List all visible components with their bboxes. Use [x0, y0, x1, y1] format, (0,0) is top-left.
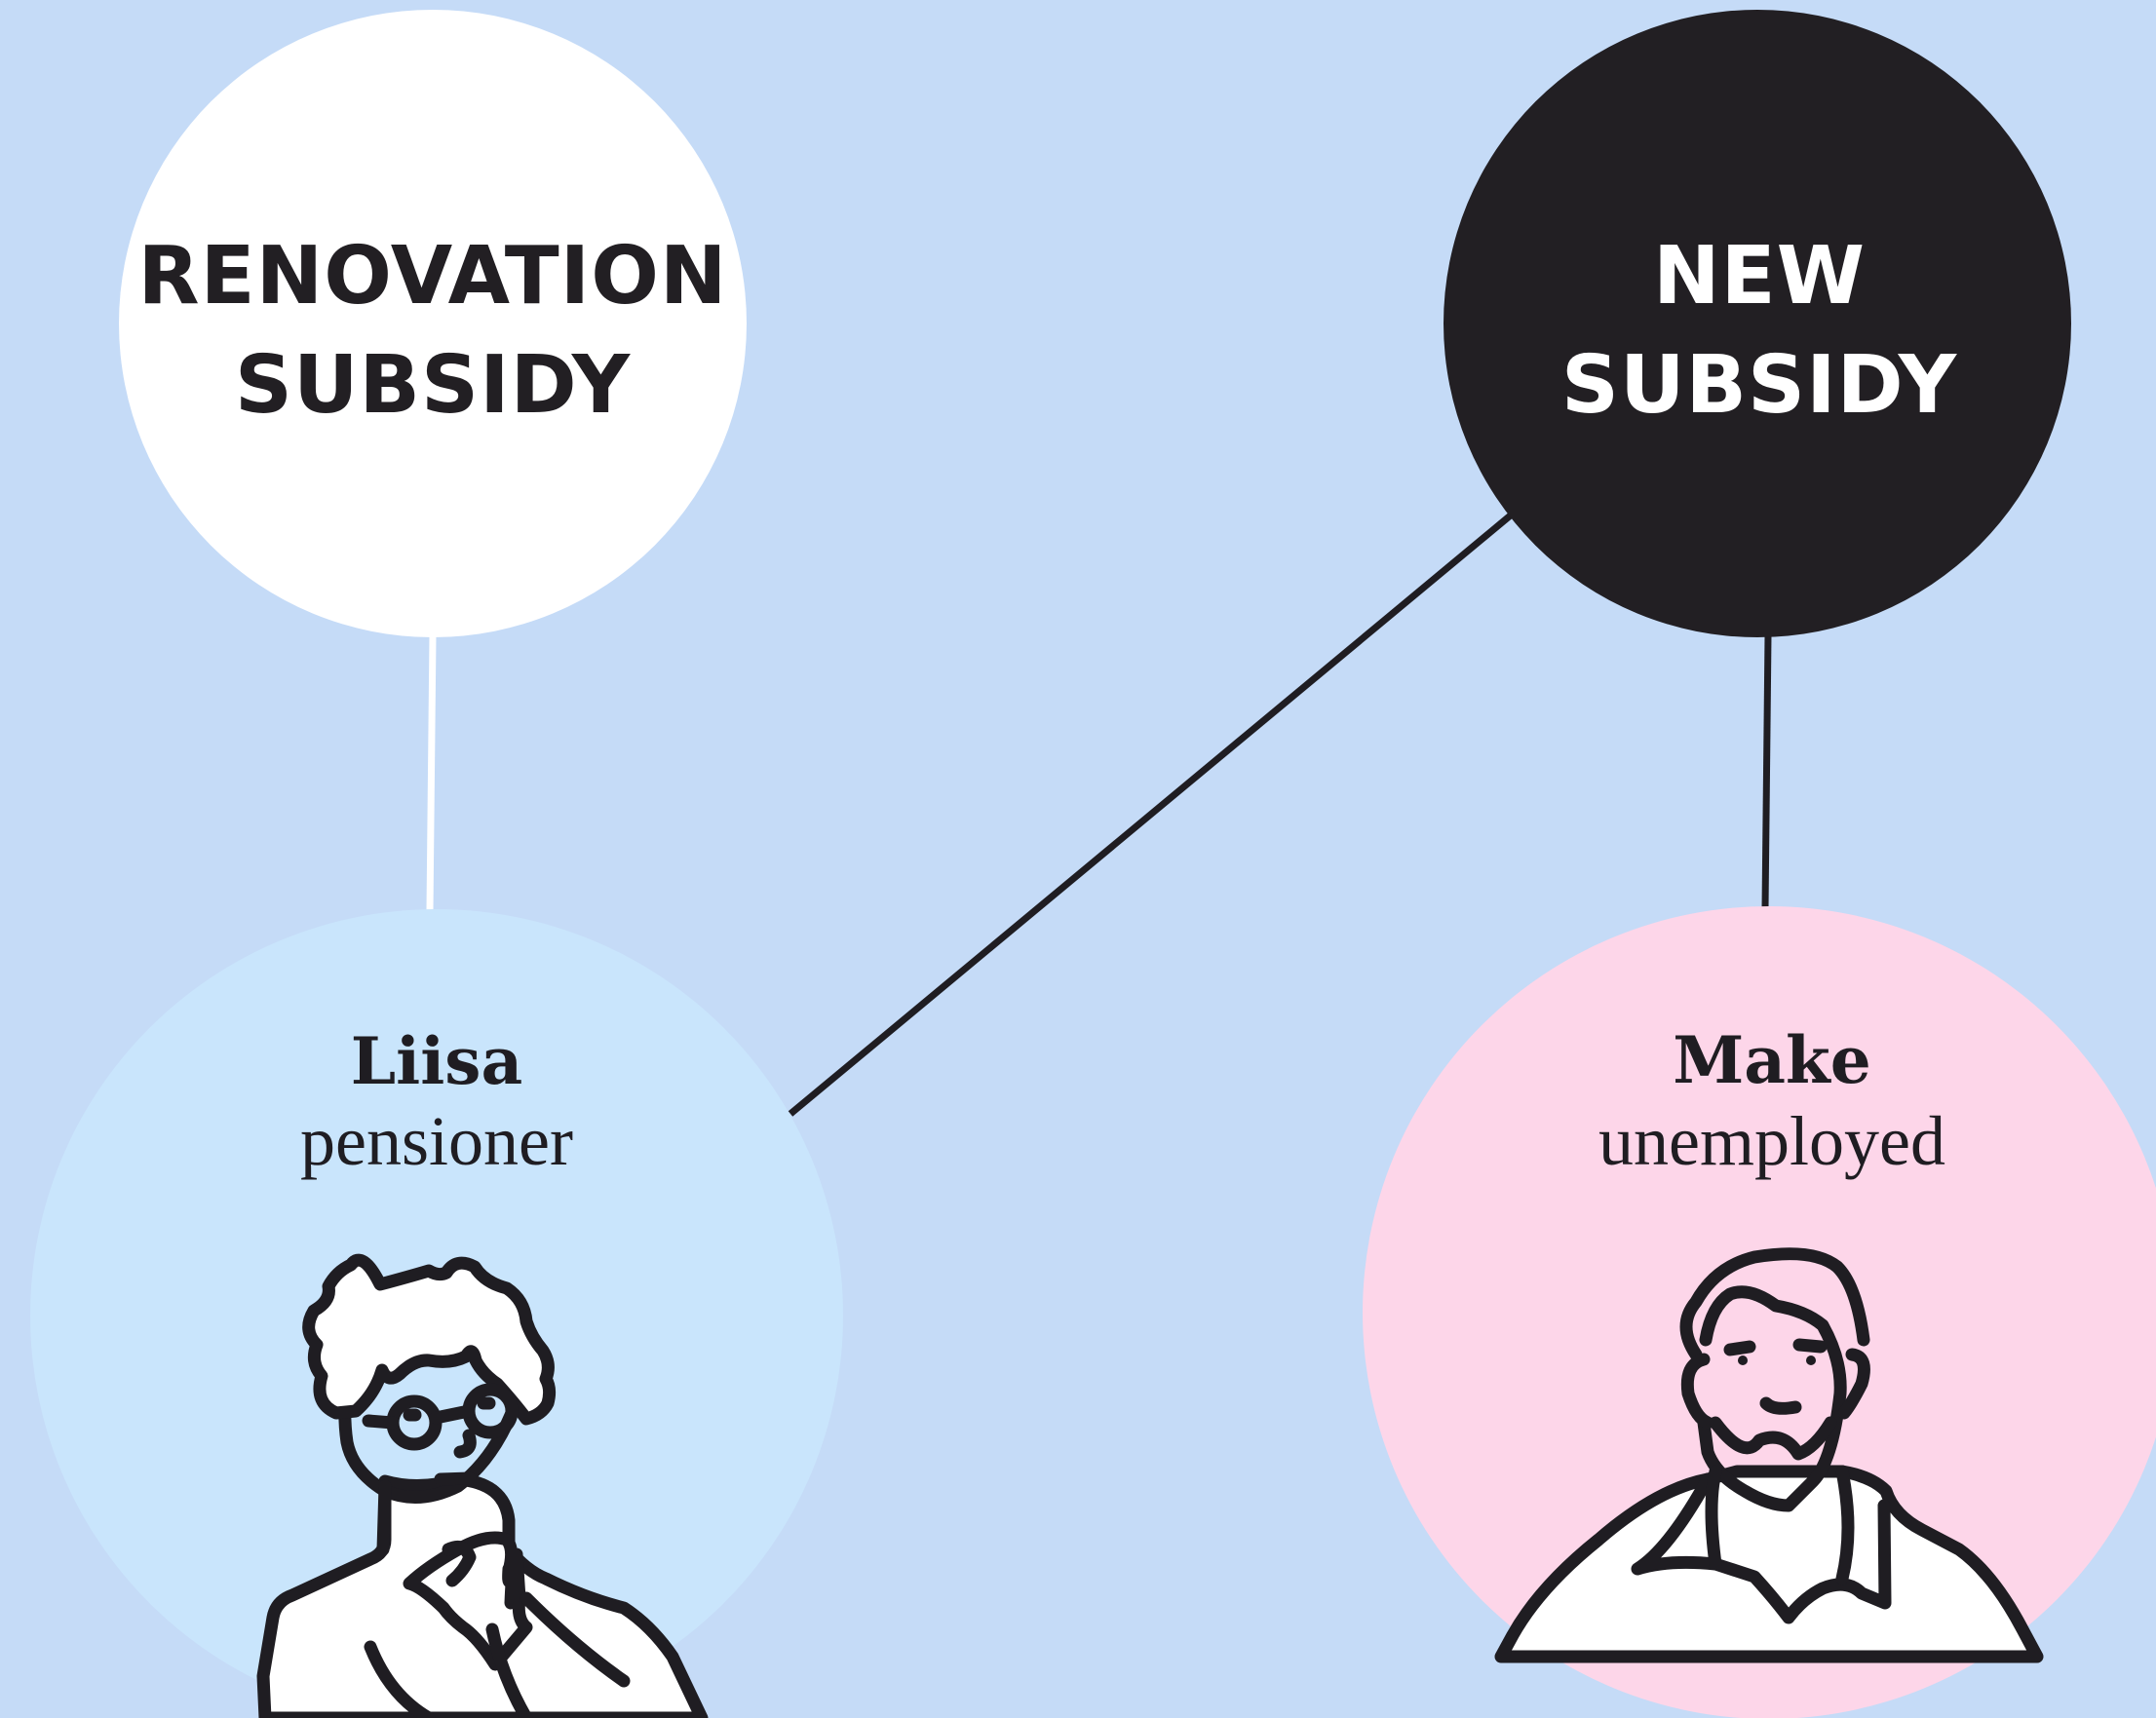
person-circle-make: [1363, 906, 2156, 1718]
renovation-subsidy-node: RENOVATION SUBSIDY: [119, 10, 747, 637]
person-role-liisa: pensioner: [300, 1102, 573, 1180]
connector-renovation-liisa: [426, 634, 437, 911]
new-subsidy-circle: [1444, 10, 2071, 637]
renovation-subsidy-title-line1: RENOVATION: [137, 230, 727, 323]
person-node-make: Make unemployed: [1363, 906, 2156, 1718]
new-subsidy-node: NEW SUBSIDY: [1444, 10, 2071, 637]
person-node-liisa: Liisa pensioner: [30, 909, 843, 1718]
renovation-subsidy-title-line2: SUBSIDY: [235, 339, 632, 432]
person-name-make: Make: [1673, 1022, 1871, 1098]
new-subsidy-title-line1: NEW: [1653, 230, 1866, 323]
thinking-woman-icon: [256, 1253, 709, 1718]
renovation-subsidy-circle: [119, 10, 747, 637]
bearded-man-icon: [1494, 1247, 2044, 1663]
new-subsidy-title-line2: SUBSIDY: [1561, 339, 1958, 432]
person-name-liisa: Liisa: [351, 1023, 522, 1099]
connector-new-make: [1761, 634, 1772, 909]
connector-new-liisa: [788, 511, 1516, 1117]
person-role-make: unemployed: [1598, 1102, 1945, 1180]
